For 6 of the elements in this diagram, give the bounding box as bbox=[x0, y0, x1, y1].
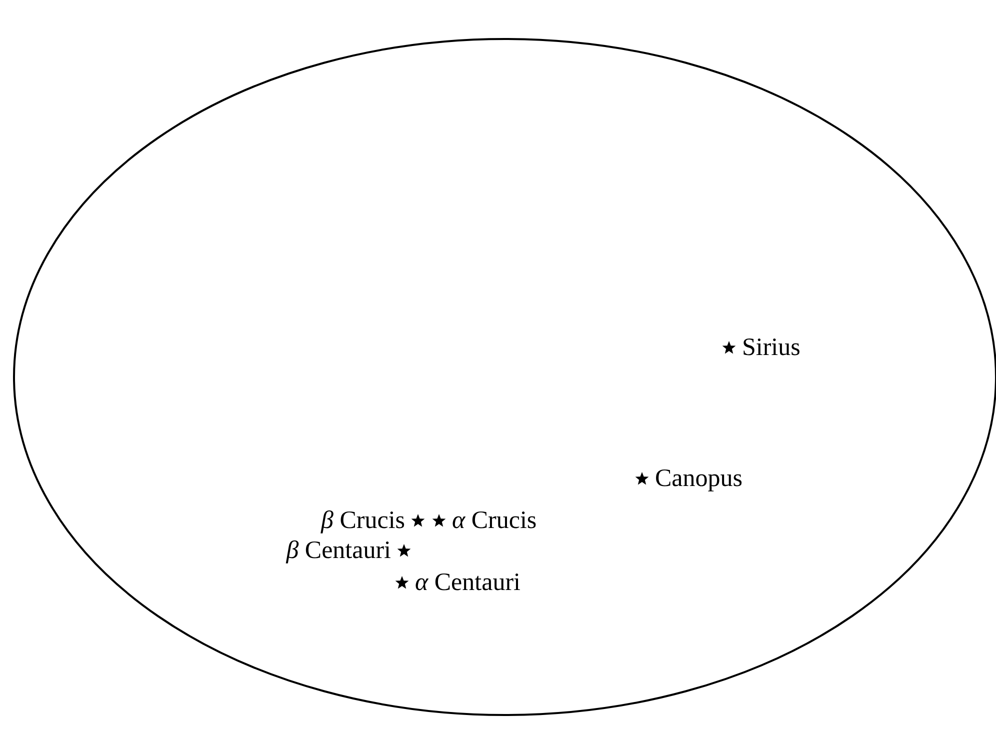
star-name: Sirius bbox=[742, 333, 800, 363]
star-name: Canopus bbox=[655, 464, 742, 494]
star-name: β Centauri bbox=[286, 536, 391, 566]
star-name: α Centauri bbox=[415, 568, 520, 598]
star-name: α Crucis bbox=[452, 506, 537, 536]
star-name: β Crucis bbox=[321, 506, 405, 536]
